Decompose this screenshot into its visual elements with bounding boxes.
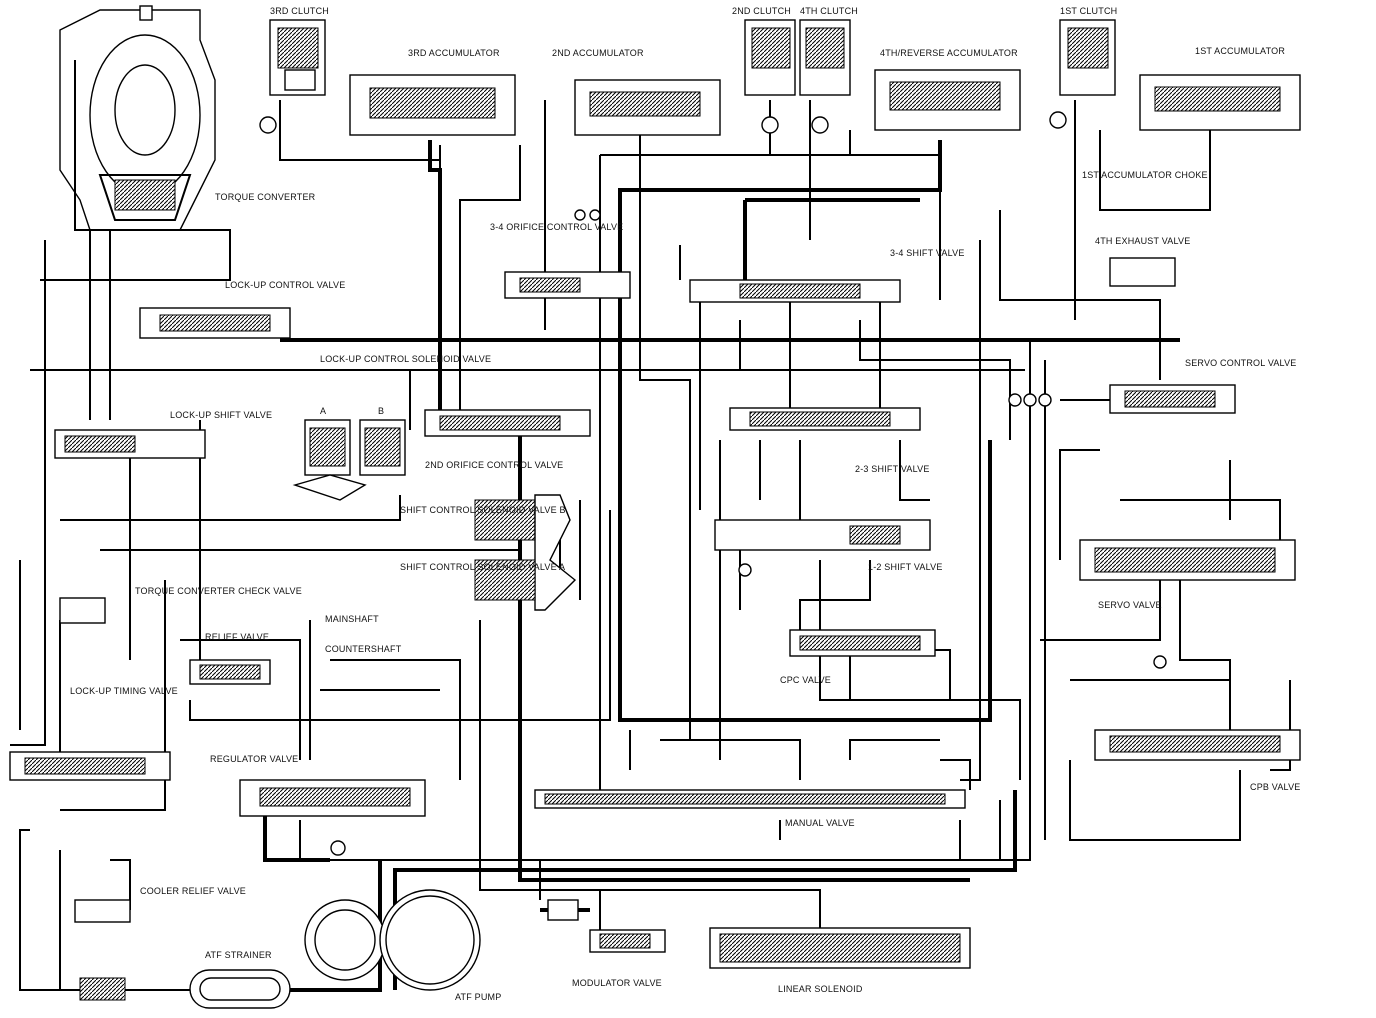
- label-lockup-control-valve: LOCK-UP CONTROL VALVE: [225, 280, 345, 290]
- label-manual-valve: MANUAL VALVE: [785, 818, 855, 828]
- label-4th-clutch: 4TH CLUTCH: [800, 6, 858, 16]
- label-3-4-orifice-control-valve: 3-4 ORIFICE CONTROL VALVE: [490, 222, 623, 232]
- torque-converter: [40, 5, 231, 420]
- clutch-3rd: [259, 19, 326, 134]
- label-3rd-clutch: 3RD CLUTCH: [270, 6, 329, 16]
- label-countershaft: COUNTERSHAFT: [325, 644, 402, 654]
- label-relief-valve: RELIEF VALVE: [205, 632, 269, 642]
- component-labels: 3RD CLUTCH 2ND CLUTCH 4TH CLUTCH 1ST CLU…: [70, 6, 1301, 1002]
- label-modulator-valve: MODULATOR VALVE: [572, 978, 662, 988]
- label-shift-solenoid-a: SHIFT CONTROL SOLENOID VALVE A: [400, 562, 565, 572]
- solenoids: [292, 419, 971, 969]
- atf-pump-group: [189, 840, 481, 1009]
- label-1st-accumulator: 1ST ACCUMULATOR: [1195, 46, 1285, 56]
- label-linear-solenoid: LINEAR SOLENOID: [778, 984, 863, 994]
- label-cooler-relief-valve: COOLER RELIEF VALVE: [140, 886, 246, 896]
- spool-valves: [9, 257, 1301, 1001]
- label-solenoid-a-tag: A: [320, 406, 326, 416]
- label-4th-reverse-accumulator: 4TH/REVERSE ACCUMULATOR: [880, 48, 1018, 58]
- accumulators: [349, 69, 1301, 136]
- label-lockup-control-solenoid-valve: LOCK-UP CONTROL SOLENOID VALVE: [320, 354, 491, 364]
- label-2nd-clutch: 2ND CLUTCH: [732, 6, 791, 16]
- label-torque-converter-check-valve: TORQUE CONVERTER CHECK VALVE: [135, 586, 302, 596]
- label-cpb-valve: CPB VALVE: [1250, 782, 1301, 792]
- label-1-2-shift-valve: 1-2 SHIFT VALVE: [868, 562, 943, 572]
- label-atf-pump: ATF PUMP: [455, 992, 501, 1002]
- label-3rd-accumulator: 3RD ACCUMULATOR: [408, 48, 500, 58]
- label-1st-clutch: 1ST CLUTCH: [1060, 6, 1117, 16]
- label-cpc-valve: CPC VALVE: [780, 675, 831, 685]
- clutch-1st: [1049, 19, 1116, 129]
- clutch-2nd-4th: [744, 19, 851, 134]
- label-2-3-shift-valve: 2-3 SHIFT VALVE: [855, 464, 930, 474]
- label-torque-converter: TORQUE CONVERTER: [215, 192, 316, 202]
- label-atf-strainer: ATF STRAINER: [205, 950, 272, 960]
- label-1st-accumulator-choke: 1ST ACCUMULATOR CHOKE: [1082, 170, 1208, 180]
- label-mainshaft: MAINSHAFT: [325, 614, 379, 624]
- label-lockup-timing-valve: LOCK-UP TIMING VALVE: [70, 686, 178, 696]
- hydraulic-lines: [10, 100, 1291, 991]
- label-regulator-valve: REGULATOR VALVE: [210, 754, 298, 764]
- label-lockup-shift-valve: LOCK-UP SHIFT VALVE: [170, 410, 272, 420]
- label-shift-solenoid-b: SHIFT CONTROL SOLENOID VALVE B: [400, 505, 566, 515]
- label-servo-valve: SERVO VALVE: [1098, 600, 1162, 610]
- label-solenoid-b-tag: B: [378, 406, 384, 416]
- check-balls: [574, 209, 1167, 669]
- label-2nd-accumulator: 2ND ACCUMULATOR: [552, 48, 644, 58]
- label-servo-control-valve: SERVO CONTROL VALVE: [1185, 358, 1297, 368]
- label-3-4-shift-valve: 3-4 SHIFT VALVE: [890, 248, 965, 258]
- label-4th-exhaust-valve: 4TH EXHAUST VALVE: [1095, 236, 1190, 246]
- label-2nd-orifice-control-valve: 2ND ORIFICE CONTROL VALVE: [425, 460, 563, 470]
